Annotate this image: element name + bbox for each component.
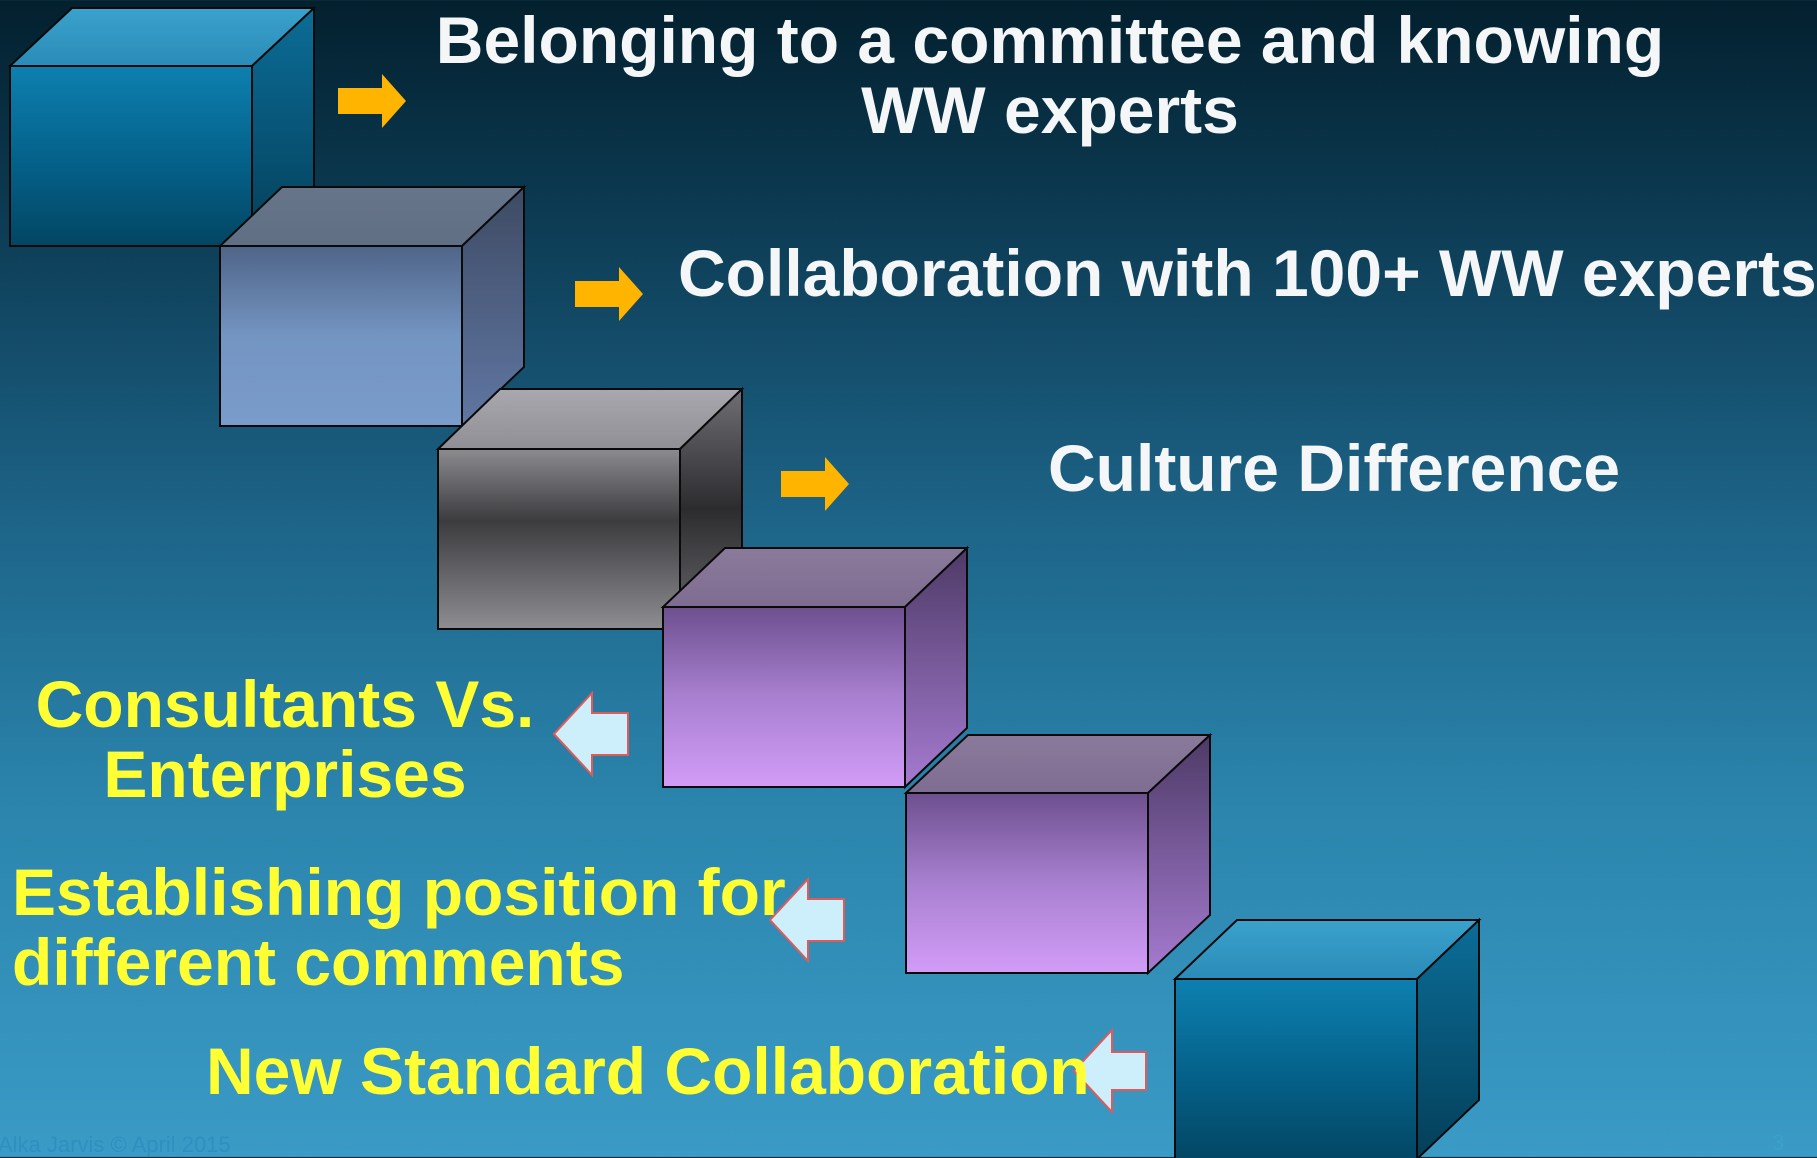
- step-label-4-line-2: Enterprises: [103, 737, 467, 811]
- step-label-4-line-1: Consultants Vs.: [35, 667, 535, 741]
- step-cube-6: [1172, 917, 1482, 1158]
- step-label-2: Collaboration with 100+ WW experts: [678, 236, 1817, 310]
- arrow-right-icon: [575, 267, 643, 321]
- step-label-4: Consultants Vs. Enterprises: [20, 669, 550, 809]
- step-label-5-line-2: different comments: [12, 925, 625, 999]
- page-number: 3: [1772, 1130, 1785, 1155]
- step-label-6: New Standard Collaboration: [206, 1034, 1090, 1108]
- arrow-left-icon: [552, 690, 629, 778]
- step-label-1-line-2: WW experts: [861, 73, 1239, 147]
- step-cube-5: [903, 732, 1213, 976]
- step-cube-4: [660, 545, 970, 790]
- step-cube-3: [435, 386, 745, 632]
- step-label-1-line-1: Belonging to a committee and knowing: [435, 3, 1665, 77]
- step-label-3: Culture Difference: [1048, 431, 1621, 505]
- step-label-5-line-1: Establishing position for: [12, 855, 786, 929]
- arrow-right-icon: [781, 457, 849, 511]
- footer-credit: Alka Jarvis © April 2015: [0, 1132, 231, 1157]
- step-label-1: Belonging to a committee and knowing WW …: [430, 5, 1670, 145]
- arrow-right-icon: [338, 74, 406, 128]
- arrow-left-icon: [1072, 1027, 1147, 1115]
- step-cube-2: [217, 184, 527, 429]
- arrow-left-icon: [768, 876, 845, 964]
- step-label-5: Establishing position for different comm…: [12, 857, 786, 997]
